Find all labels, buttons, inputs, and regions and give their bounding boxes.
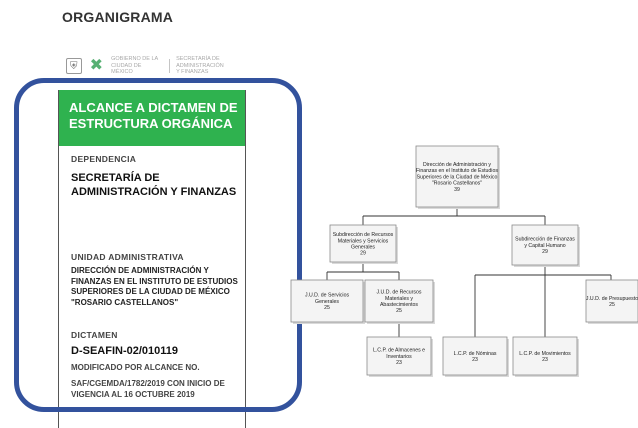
header-divider <box>169 59 171 73</box>
node-label-line: Superiores de la Ciudad de México <box>417 174 498 180</box>
node-level: 25 <box>609 302 615 308</box>
secretaria-label: SECRETARÍA DE ADMINISTRACIÓN Y FINANZAS <box>176 56 266 76</box>
cdmx-logo-icon: ✖ <box>89 57 104 74</box>
unidad-label: UNIDAD ADMINISTRATIVA <box>71 252 184 262</box>
government-header: ⛨ ✖ GOBIERNO DE LA CIUDAD DE MÉXICO SECR… <box>66 56 266 76</box>
node-label-line: y Capital Humano <box>524 243 565 249</box>
node-label-line: Generales <box>351 244 375 250</box>
node-box <box>511 224 579 266</box>
node-label-line: Dirección de Administración y <box>423 162 491 168</box>
node-label-line: Inventarios <box>386 354 412 360</box>
dictamen-label: DICTAMEN <box>71 330 118 340</box>
dictamen-panel: ALCANCE A DICTAMEN DE ESTRUCTURA ORGÁNIC… <box>58 90 246 428</box>
gov-text-line-1: GOBIERNO DE LA <box>111 56 159 63</box>
unidad-section: UNIDAD ADMINISTRATIVA DIRECCIÓN DE ADMIN… <box>71 252 243 308</box>
node-level: 25 <box>396 308 402 314</box>
node-box <box>442 336 508 376</box>
node-label-line: Abastecimientos <box>380 302 418 308</box>
node-level: 29 <box>542 249 548 255</box>
dictamen-code: D-SEAFIN-02/010119 <box>71 345 178 357</box>
page-title: ORGANIGRAMA <box>62 9 174 25</box>
node-label-line: Subdirección de Finanzas <box>515 237 575 243</box>
org-edges <box>326 207 612 337</box>
node-level: 23 <box>542 357 548 363</box>
node-label-line: "Rosario Castellanos" <box>432 181 482 187</box>
node-level: 25 <box>324 305 330 311</box>
dictamen-section: DICTAMEN D-SEAFIN-02/010119 MODIFICADO P… <box>71 330 243 400</box>
node-label-line: Finanzas en el Instituto de Estudios <box>416 168 498 174</box>
node-box <box>415 145 499 208</box>
node-box <box>366 336 432 376</box>
panel-heading: ALCANCE A DICTAMEN DE ESTRUCTURA ORGÁNIC… <box>59 90 245 146</box>
secretaria-line-2: Y FINANZAS <box>176 69 209 76</box>
node-label-line: L.C.P. de Movimientos <box>519 351 571 357</box>
node-box <box>329 224 397 263</box>
crest-icon: ⛨ <box>66 58 82 74</box>
government-label: GOBIERNO DE LA CIUDAD DE MÉXICO <box>111 56 163 76</box>
node-label-line: J.U.D. de Recursos <box>377 290 422 296</box>
node-level: 29 <box>360 251 366 257</box>
unidad-value: DIRECCIÓN DE ADMINISTRACIÓN Y FINANZAS E… <box>71 266 238 307</box>
node-box <box>585 279 638 323</box>
node-label-line: Generales <box>315 299 339 305</box>
node-level: 23 <box>396 360 402 366</box>
dependencia-label: DEPENDENCIA <box>71 154 137 164</box>
node-box <box>512 336 578 376</box>
node-label-line: L.C.P. de Almacenes e <box>373 348 425 354</box>
gov-text-line-2: CIUDAD DE MÉXICO <box>111 62 142 76</box>
node-label-line: Subdirección de Recursos <box>333 232 394 238</box>
node-level: 39 <box>454 187 460 193</box>
node-box <box>290 279 364 323</box>
node-level: 23 <box>472 357 478 363</box>
dependencia-value: SECRETARÍA DE ADMINISTRACIÓN Y FINANZAS <box>71 172 237 198</box>
highlight-frame <box>14 78 302 412</box>
node-label-line: J.U.D. de Servicios <box>305 293 350 299</box>
alcance-text: SAF/CGEMDA/1782/2019 CON INICIO DE VIGEN… <box>71 379 225 399</box>
node-label-line: Materiales y <box>385 296 413 302</box>
node-box <box>364 279 434 323</box>
dependencia-section: DEPENDENCIA SECRETARÍA DE ADMINISTRACIÓN… <box>71 154 243 199</box>
node-label-line: Materiales y Servicios <box>338 238 389 244</box>
node-label-line: J.U.D. de Presupuesto <box>586 296 638 302</box>
modificado-text: MODIFICADO POR ALCANCE NO. <box>71 363 200 372</box>
secretaria-line-1: SECRETARÍA DE ADMINISTRACIÓN <box>176 56 224 69</box>
node-label-line: L.C.P. de Nóminas <box>454 351 497 357</box>
